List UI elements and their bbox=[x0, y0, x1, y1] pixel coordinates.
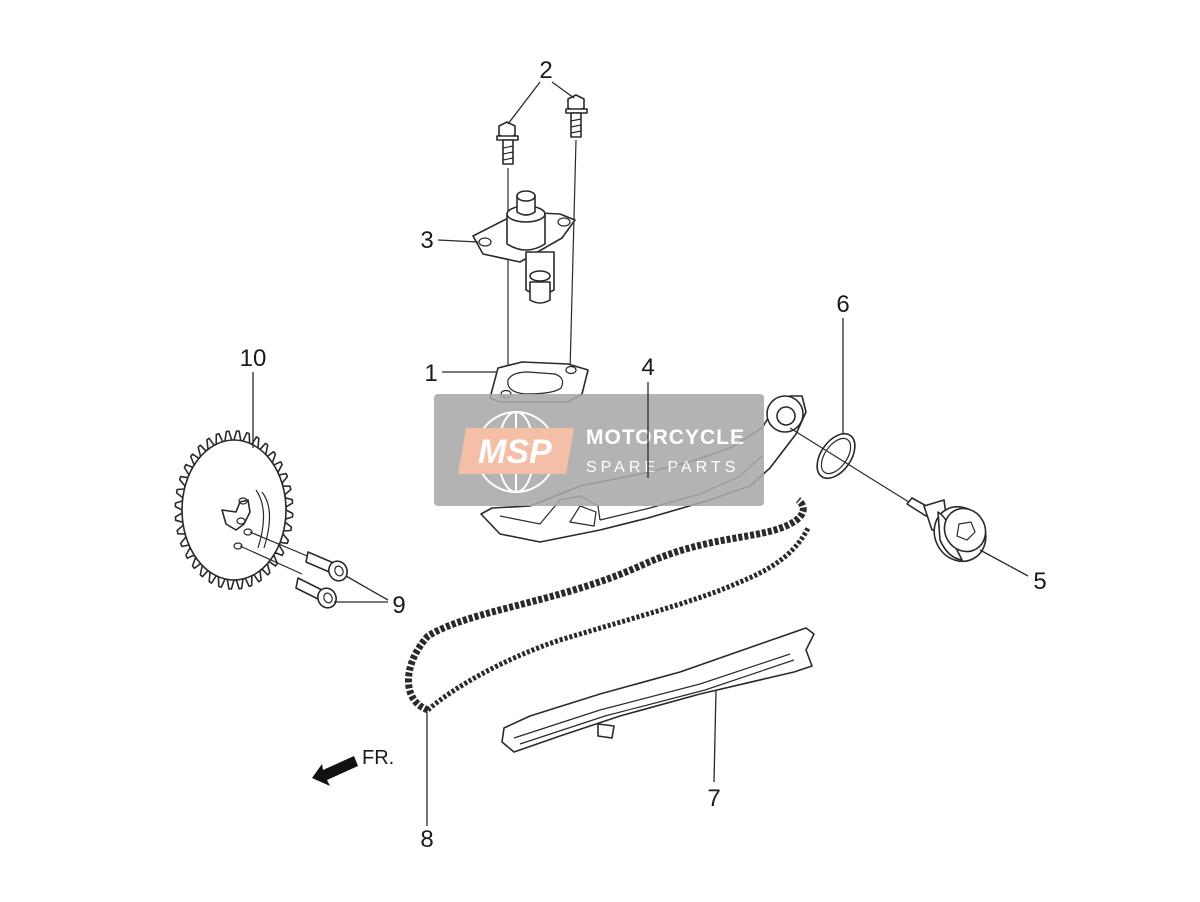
front-direction-indicator: FR. bbox=[312, 747, 394, 786]
alignment-line-bolt-lower bbox=[239, 545, 303, 575]
part-label-2: 2 bbox=[539, 57, 552, 84]
watermark: MSP MOTORCYCLE SPARE PARTS bbox=[434, 394, 764, 506]
part-label-5: 5 bbox=[1033, 568, 1046, 595]
part-label-9: 9 bbox=[392, 592, 405, 619]
part-label-8: 8 bbox=[420, 826, 433, 853]
leader-lines bbox=[252, 81, 1029, 826]
alignment-line-pivot bbox=[789, 427, 913, 505]
sprocket-bolt-lower bbox=[295, 577, 337, 609]
part-label-3: 3 bbox=[420, 227, 433, 254]
arrow-left-icon bbox=[312, 756, 358, 786]
alignment-line-right bbox=[569, 139, 577, 373]
watermark-logo-plate bbox=[458, 428, 574, 474]
bolt-right bbox=[565, 94, 588, 138]
chain-tensioner bbox=[472, 190, 576, 304]
part-label-7: 7 bbox=[707, 785, 720, 812]
sprocket-bolt-upper bbox=[305, 551, 348, 582]
timing-chain bbox=[405, 497, 811, 714]
pivot-pin bbox=[906, 497, 987, 563]
part-label-6: 6 bbox=[836, 291, 849, 318]
watermark-subtitle: SPARE PARTS bbox=[586, 459, 739, 476]
watermark-title: MOTORCYCLE bbox=[586, 426, 745, 449]
chain-guide-rail bbox=[501, 627, 815, 753]
part-labels: 2 3 1 4 6 5 10 9 7 8 bbox=[240, 57, 1047, 853]
alignment-line-bolt-upper bbox=[249, 531, 313, 559]
watermark-logo: MSP bbox=[478, 433, 552, 471]
cam-sprocket bbox=[174, 430, 294, 590]
bolt-left bbox=[496, 121, 519, 165]
direction-label: FR. bbox=[362, 747, 394, 769]
part-label-10: 10 bbox=[240, 345, 267, 372]
tensioner-gasket bbox=[489, 361, 589, 403]
part-label-4: 4 bbox=[641, 354, 654, 381]
part-label-1: 1 bbox=[424, 360, 437, 387]
